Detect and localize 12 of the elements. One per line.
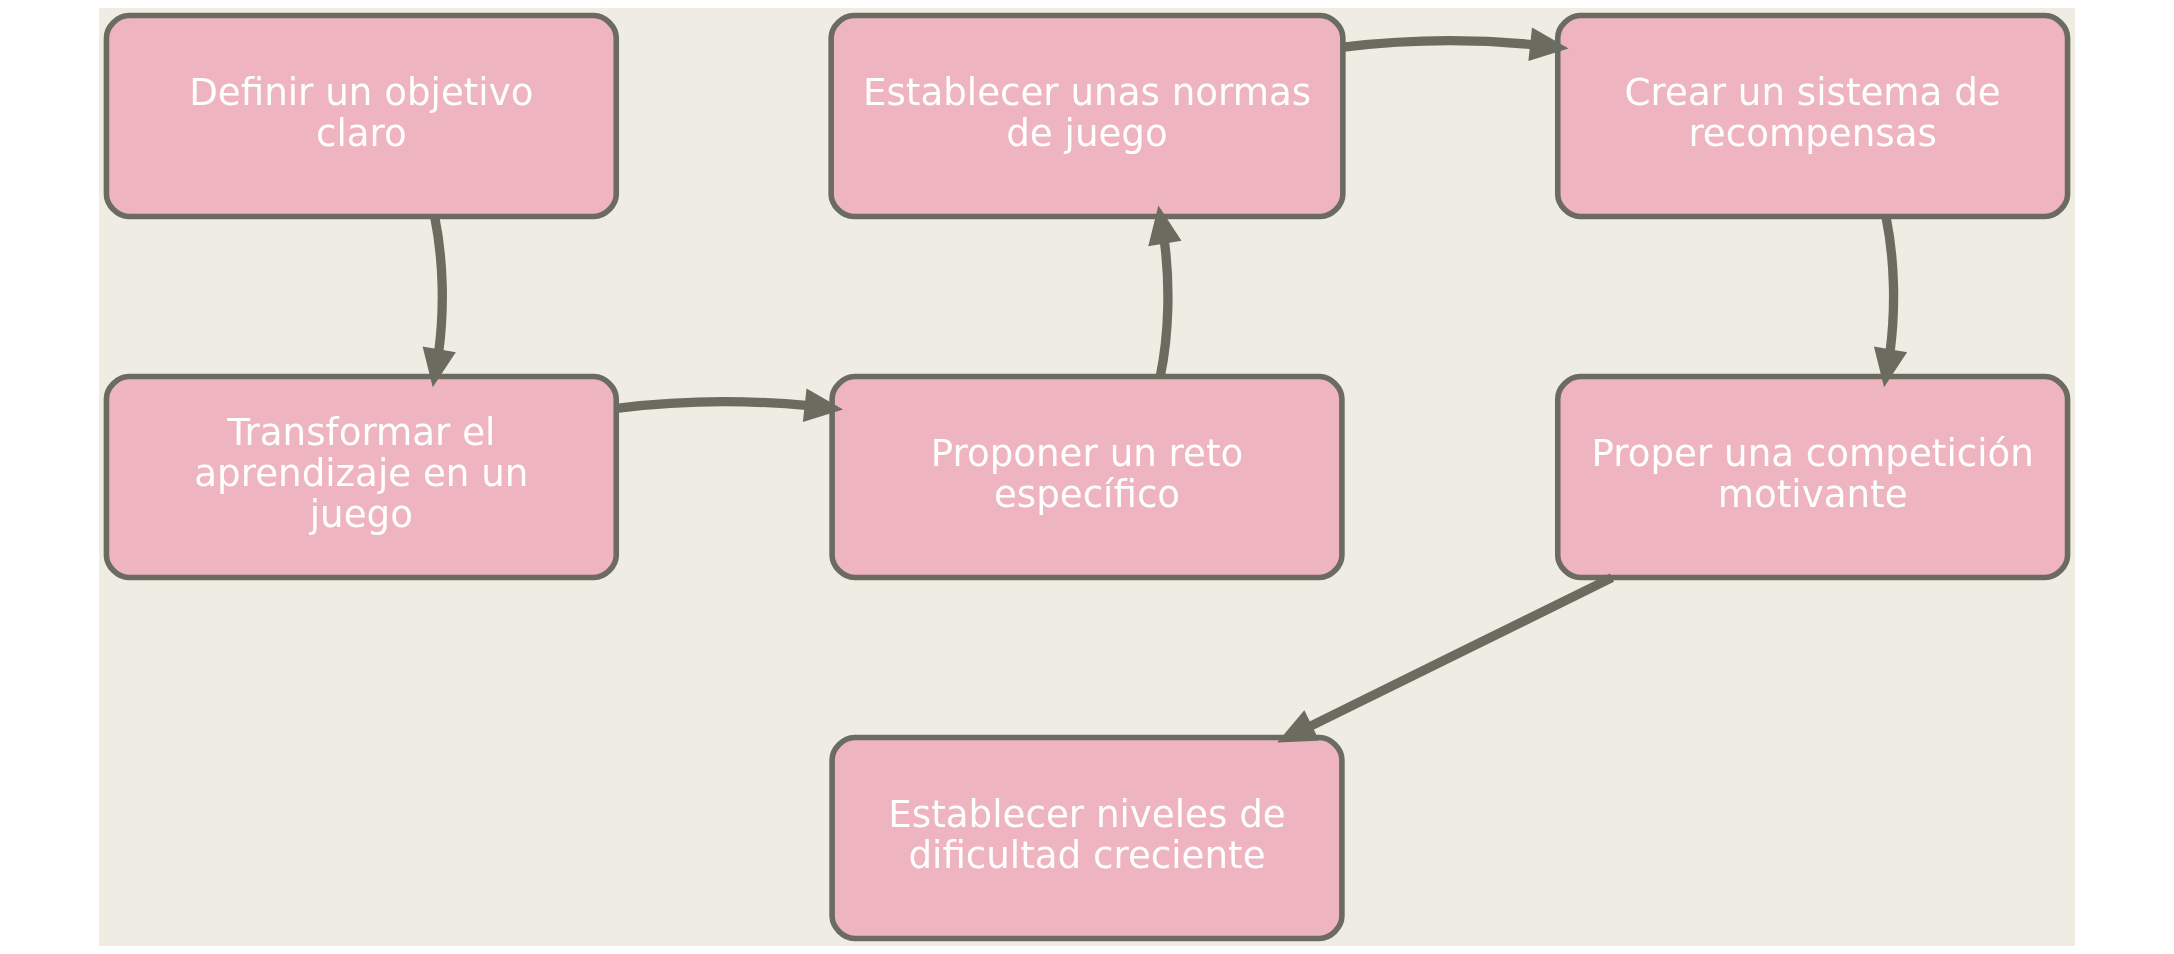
- arrow: [1873, 216, 1908, 388]
- arrow: [1148, 205, 1182, 377]
- arrow: [1343, 27, 1569, 62]
- node-box: Transformar el aprendizaje en un juego: [103, 373, 620, 581]
- node-box: Establecer unas normas de juego: [828, 12, 1346, 220]
- node-box: Crear un sistema de recompensas: [1554, 12, 2071, 220]
- node-box: Establecer niveles de dificultad creciente: [829, 734, 1345, 942]
- node-box: Proper una competición motivante: [1554, 373, 2071, 581]
- arrow: [422, 216, 456, 388]
- node-box: Proponer un reto específico: [829, 373, 1345, 581]
- arrow: [1277, 573, 1614, 743]
- node-box: Definir un objetivo claro: [103, 12, 620, 220]
